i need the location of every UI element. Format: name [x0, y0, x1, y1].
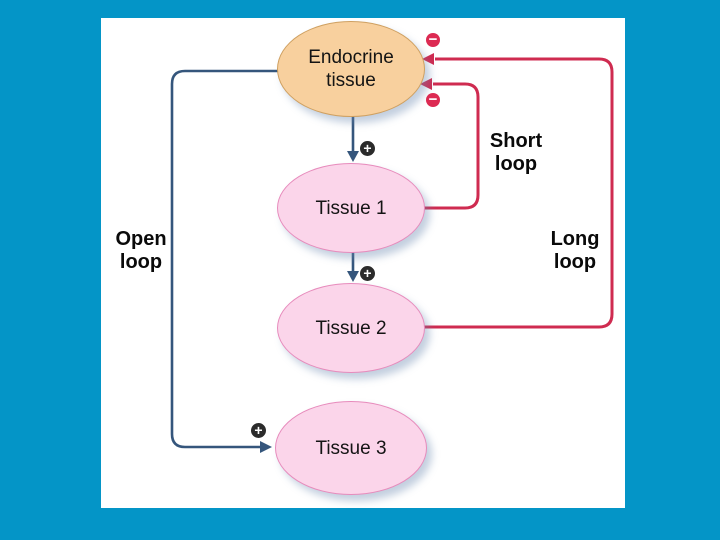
node-tissue-3-label: Tissue 3 [315, 437, 387, 459]
open-loop-label: Open loop [115, 228, 167, 273]
diagram-panel: Endocrine tissue Tissue 1 Tissue 2 Tissu… [101, 18, 625, 508]
arrowhead-long-loop [422, 53, 434, 65]
open-loop-line [170, 69, 279, 449]
minus-sign: − [428, 31, 438, 48]
plus-sign: + [254, 422, 263, 438]
short-loop-line [423, 82, 480, 210]
minus-sign: − [428, 91, 438, 108]
node-tissue-1-label: Tissue 1 [315, 197, 387, 219]
long-loop-line [423, 57, 614, 329]
node-endocrine-tissue: Endocrine tissue [277, 21, 425, 117]
plus-sign: + [363, 140, 372, 156]
long-loop-label: Long loop [550, 228, 600, 273]
node-tissue-2: Tissue 2 [277, 283, 425, 373]
plus-icon: + [360, 141, 375, 156]
plus-icon: + [251, 423, 266, 438]
arrowhead-tissue1-to-tissue2 [347, 271, 359, 282]
short-loop-label: Short loop [489, 130, 543, 175]
arrowhead-short-loop [420, 78, 432, 90]
arrowhead-endocrine-to-tissue1 [347, 151, 359, 162]
node-tissue-2-label: Tissue 2 [315, 317, 387, 339]
node-tissue-1: Tissue 1 [277, 163, 425, 253]
node-endocrine-tissue-label: Endocrine tissue [308, 47, 394, 91]
plus-icon: + [360, 266, 375, 281]
minus-icon: − [426, 31, 440, 48]
minus-icon: − [426, 91, 440, 108]
arrowhead-open-loop [260, 441, 272, 453]
node-tissue-3: Tissue 3 [275, 401, 427, 495]
plus-sign: + [363, 265, 372, 281]
connector-layer [170, 53, 614, 453]
